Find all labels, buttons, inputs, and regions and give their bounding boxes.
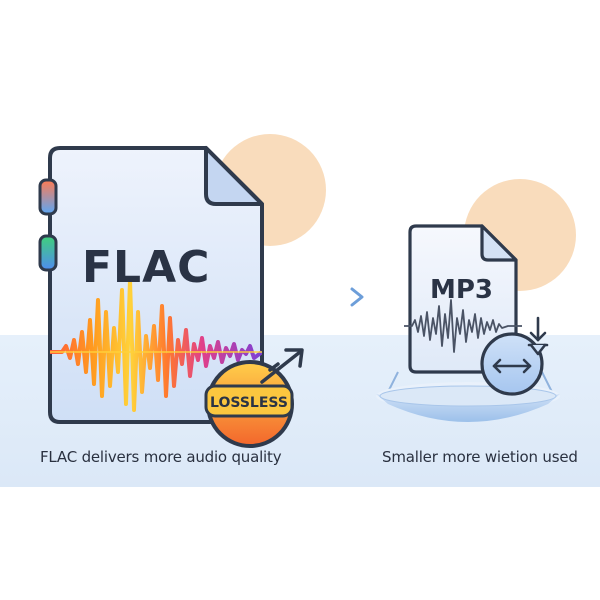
conversion-arrow-icon [294,287,364,307]
file-tab-bottom [38,234,58,272]
diagonal-arrow-icon [260,348,304,384]
horizontal-swap-icon [480,332,544,396]
mp3-file-icon: MP3 [404,224,522,374]
mp3-caption: Smaller more wietion used [382,448,578,466]
download-arrow-icon [527,316,549,356]
badge-label: LOSSLESS [210,395,288,411]
file-tab-top [38,178,58,216]
mp3-format-label: MP3 [430,275,493,305]
flac-caption: FLAC delivers more audio quality [40,448,282,466]
flac-format-label: FLAC [82,242,210,293]
mp3-waveform-icon [404,299,522,353]
flac-file-icon: FLAC [38,146,264,424]
lossless-badge: LOSSLESS [204,360,294,448]
